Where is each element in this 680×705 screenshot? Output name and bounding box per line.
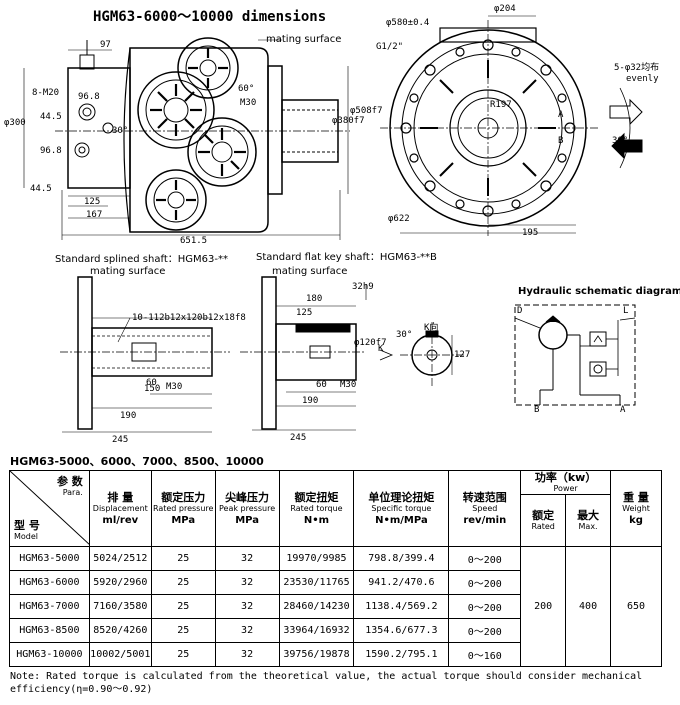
k-view-label: K向: [424, 323, 439, 333]
hydraulic-schematic-title: Hydraulic schematic diagram: [518, 286, 680, 297]
dim-180: 180: [306, 294, 323, 304]
dim-r197: R197: [490, 100, 512, 110]
dim-190-flatkey: 190: [302, 396, 319, 406]
corner-header-cell: 参 数 Para. 型 号 Model: [9, 470, 90, 547]
dim-phi622: φ622: [388, 214, 410, 224]
spline-spec: 10-112b12x120b12x18f8: [132, 313, 246, 323]
dim-m30-splined: M30: [166, 382, 183, 392]
dim-30deg: 30°: [112, 126, 129, 136]
dim-44-5-bottom: 44.5: [30, 184, 52, 194]
side-view: [380, 15, 643, 236]
corner-bot-cn: 型 号: [14, 519, 40, 532]
header-power: 功率（kw）Power: [520, 470, 611, 495]
dim-m30: M30: [240, 98, 257, 108]
mating-surface-label-left: mating surface: [90, 266, 166, 277]
k-arrow-label: K: [378, 344, 384, 354]
dim-60deg: 60°: [238, 84, 255, 94]
dim-150: 150: [144, 384, 161, 394]
dim-96-8-left: 96.8: [40, 146, 62, 156]
hyd-label-b: B: [534, 405, 540, 415]
page-title: HGM63-6000～10000 dimensions: [93, 9, 327, 25]
dim-125-flatkey: 125: [296, 308, 313, 318]
corner-bot-en: Model: [14, 532, 39, 541]
dim-phi120f7: φ120f7: [354, 338, 387, 348]
dim-127: 127: [454, 350, 471, 360]
dim-phi508f7: φ508f7: [350, 106, 383, 116]
hyd-label-d: D: [517, 306, 523, 316]
port-b-label: B: [558, 136, 564, 146]
dim-97: 97: [100, 40, 111, 50]
front-view: [23, 37, 350, 240]
dim-125: 125: [84, 197, 101, 207]
dim-60-flatkey: 60: [316, 380, 327, 390]
dim-phi300: φ300: [4, 118, 26, 128]
splined-shaft-view: [60, 276, 230, 433]
dim-651-5: 651.5: [180, 236, 208, 246]
mating-surface-label-mid: mating surface: [272, 266, 348, 277]
dim-8m20: 8-M20: [32, 88, 60, 98]
weight-value: 650: [610, 546, 662, 667]
dim-5-phi32: 5-φ32均布: [614, 63, 660, 73]
flatkey-shaft-view: [240, 276, 465, 431]
dim-phi580: φ580±0.4: [386, 18, 430, 28]
hyd-label-a: A: [620, 405, 626, 415]
dim-phi204: φ204: [494, 4, 516, 14]
dim-32h9: 32h9: [352, 282, 374, 292]
dim-245-flatkey: 245: [290, 433, 307, 443]
dim-phi380f7: φ380f7: [332, 116, 365, 126]
dim-44-5-left: 44.5: [40, 112, 62, 122]
dim-m30-flatkey: M30: [340, 380, 357, 390]
dim-167: 167: [86, 210, 103, 220]
dim-245-splined: 245: [112, 435, 129, 445]
dim-30deg-k: 30°: [396, 330, 413, 340]
power-max-value: 400: [565, 546, 611, 667]
corner-top-cn: 参 数: [56, 475, 83, 488]
series-title: HGM63-5000、6000、7000、8500、10000: [10, 455, 264, 468]
hyd-label-l: L: [623, 306, 629, 316]
mating-surface-label-top: mating surface: [266, 34, 342, 45]
dim-30deg-side: 30°: [612, 136, 629, 146]
dim-96-8-top: 96.8: [78, 92, 100, 102]
power-rated-value: 200: [520, 546, 567, 667]
dim-190-splined: 190: [120, 411, 137, 421]
hydraulic-schematic-diagram: [514, 304, 636, 406]
port-a-label: A: [558, 110, 564, 120]
footnote: Note: Rated torque is calculated from th…: [10, 671, 643, 695]
corner-top-en: Para.: [62, 488, 83, 497]
splined-shaft-caption: Standard splined shaft：HGM63-**: [55, 254, 228, 265]
dim-60-splined: 60: [146, 378, 157, 388]
dim-g1-2: G1/2": [376, 42, 404, 52]
evenly-label: evenly: [626, 74, 659, 84]
flatkey-shaft-caption: Standard flat key shaft：HGM63-**B: [256, 252, 437, 263]
dim-195: 195: [522, 228, 539, 238]
